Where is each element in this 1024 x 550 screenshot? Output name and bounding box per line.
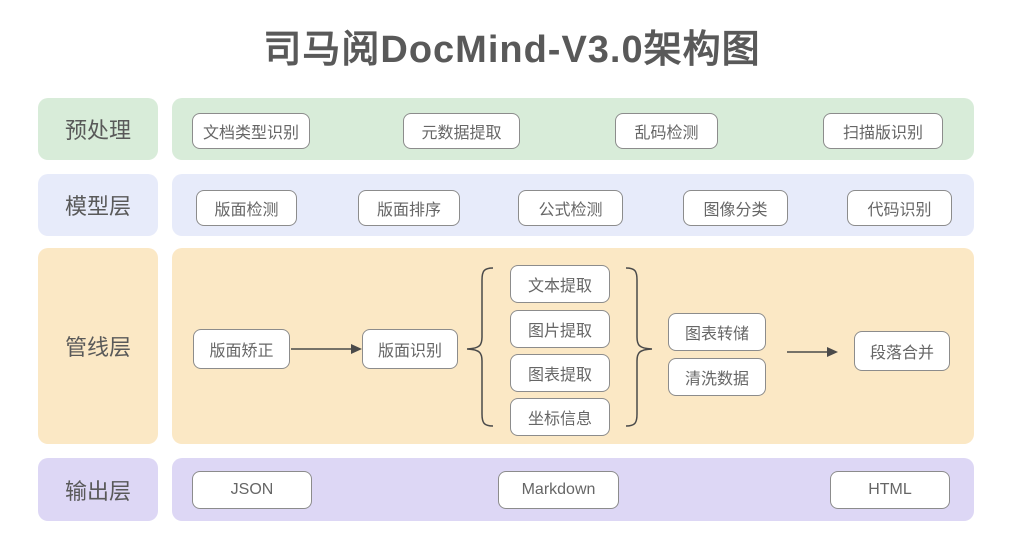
layer-label-preprocess: 预处理 (38, 98, 158, 160)
node-coord-info: 坐标信息 (510, 398, 610, 436)
node-metadata-extract: 元数据提取 (403, 113, 520, 149)
node-scan-recognize: 扫描版识别 (823, 113, 943, 149)
node-image-classify: 图像分类 (683, 190, 788, 226)
node-output-html: HTML (830, 471, 950, 509)
node-doc-type-detect: 文档类型识别 (192, 113, 310, 149)
node-chart-dump: 图表转储 (668, 313, 766, 351)
node-output-json: JSON (192, 471, 312, 509)
node-output-markdown: Markdown (498, 471, 619, 509)
node-clean-data: 清洗数据 (668, 358, 766, 396)
node-formula-detect: 公式检测 (518, 190, 623, 226)
node-garbled-detect: 乱码检测 (615, 113, 718, 149)
layer-label-model: 模型层 (38, 174, 158, 236)
layer-label-pipeline: 管线层 (38, 248, 158, 444)
node-image-extract: 图片提取 (510, 310, 610, 348)
page-title: 司马阅DocMind-V3.0架构图 (263, 29, 761, 71)
node-layout-sort: 版面排序 (358, 190, 460, 226)
node-layout-correct: 版面矫正 (193, 329, 290, 369)
node-chart-extract: 图表提取 (510, 354, 610, 392)
layer-label-output: 输出层 (38, 458, 158, 521)
node-paragraph-merge: 段落合并 (854, 331, 950, 371)
node-code-recognize: 代码识别 (847, 190, 952, 226)
node-layout-detect: 版面检测 (196, 190, 297, 226)
node-layout-recognize: 版面识别 (362, 329, 458, 369)
node-text-extract: 文本提取 (510, 265, 610, 303)
